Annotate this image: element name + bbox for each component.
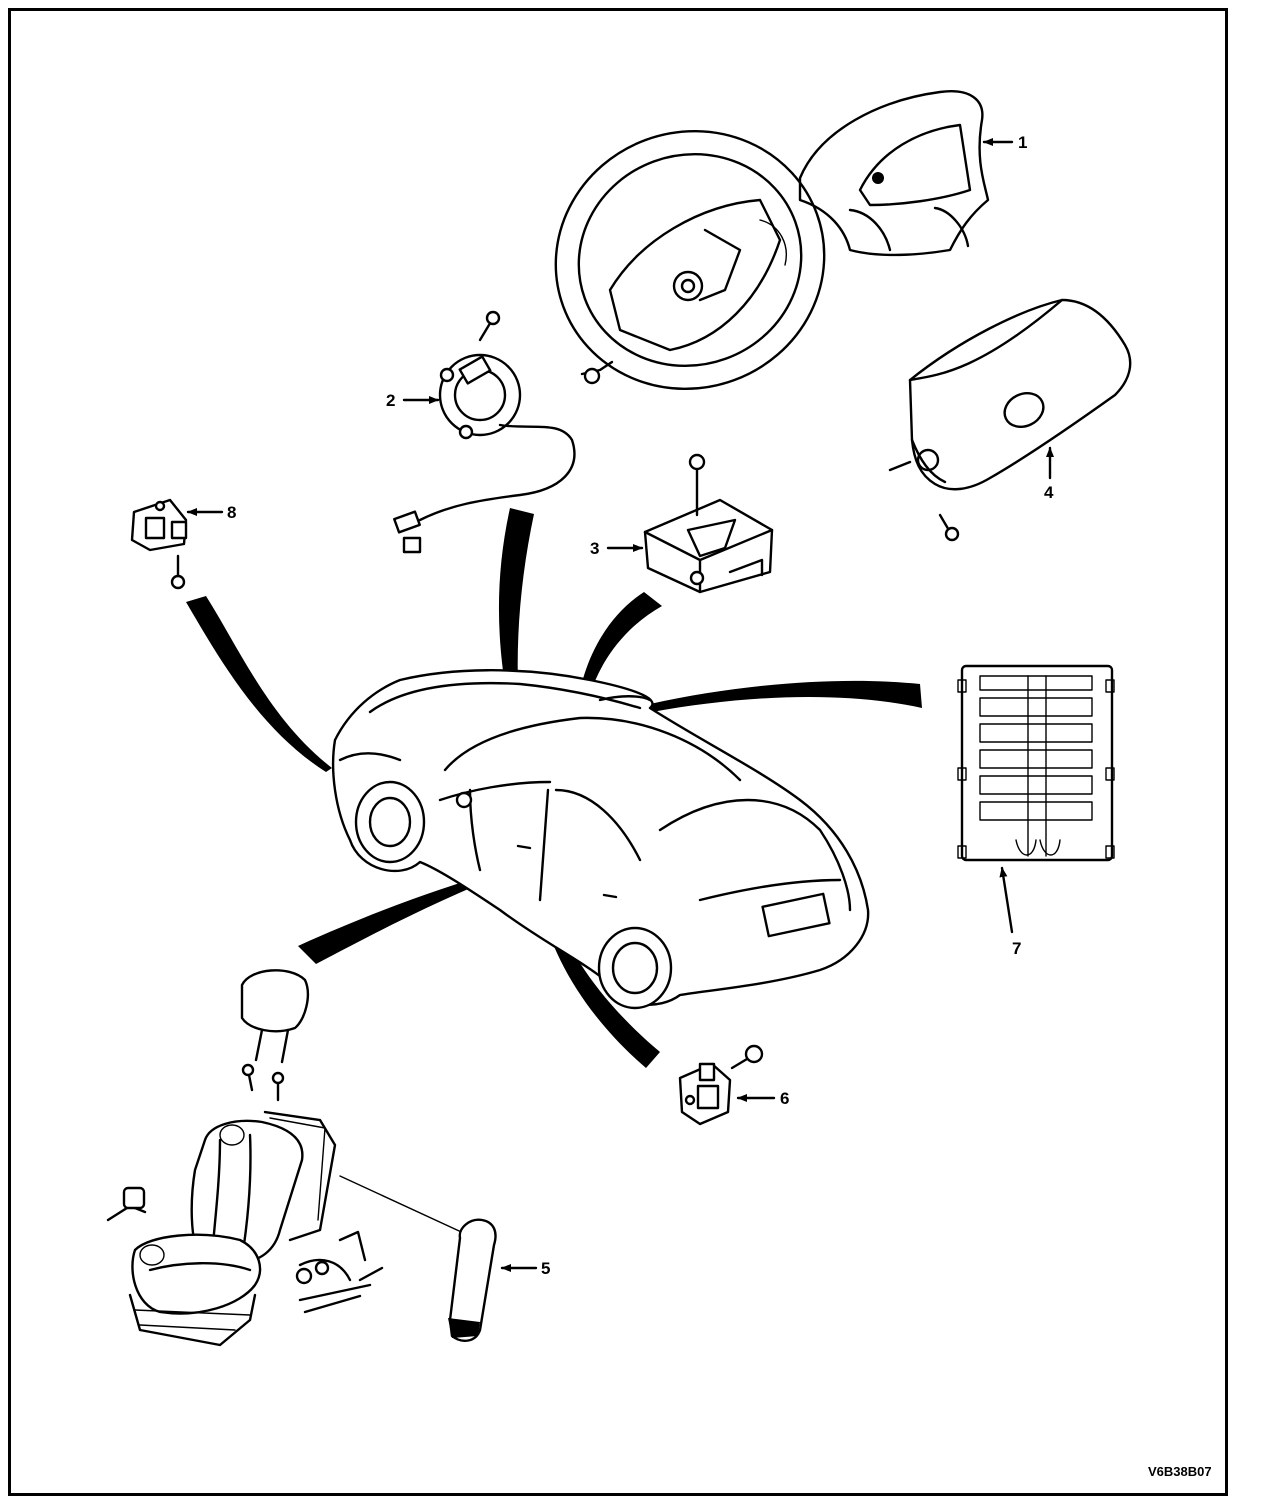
callouts: 1 2 3 4 5 6 7 8: [186, 133, 1054, 1278]
vehicle-sedan: [331, 669, 870, 1010]
callout-5: 5: [541, 1259, 550, 1278]
pointer-wedges: [186, 508, 922, 1068]
wedge-to-clockspring-2: [498, 508, 534, 722]
callout-7: 7: [1012, 939, 1021, 958]
callout-2: 2: [386, 391, 395, 410]
side-impact-sensor: [678, 1044, 764, 1126]
seat-sensor-mat: [957, 664, 1115, 862]
callout-1: 1: [1018, 133, 1027, 152]
reference-code: V6B38B07: [1148, 1464, 1212, 1479]
wedge-to-front-sensor-8: [186, 596, 332, 772]
callout-8: 8: [227, 503, 236, 522]
callout-4: 4: [1044, 483, 1054, 502]
wedge-to-seat-mat-7: [650, 680, 922, 712]
passenger-airbag-module: [888, 298, 1132, 542]
seat-side-airbag: [448, 1218, 497, 1342]
seat-airbag-leader: [339, 1175, 471, 1237]
callout-3: 3: [590, 539, 599, 558]
front-seat-assembly: [106, 969, 384, 1347]
airbag-control-module: [643, 453, 774, 594]
callout-6: 6: [780, 1089, 789, 1108]
steering-wheel: [554, 129, 826, 391]
wedge-to-seat-5: [298, 878, 480, 964]
front-impact-sensor: [130, 498, 188, 590]
wedge-to-side-sensor-6: [540, 898, 660, 1068]
driver-airbag-module: [798, 90, 990, 257]
clock-spring: [393, 310, 576, 554]
